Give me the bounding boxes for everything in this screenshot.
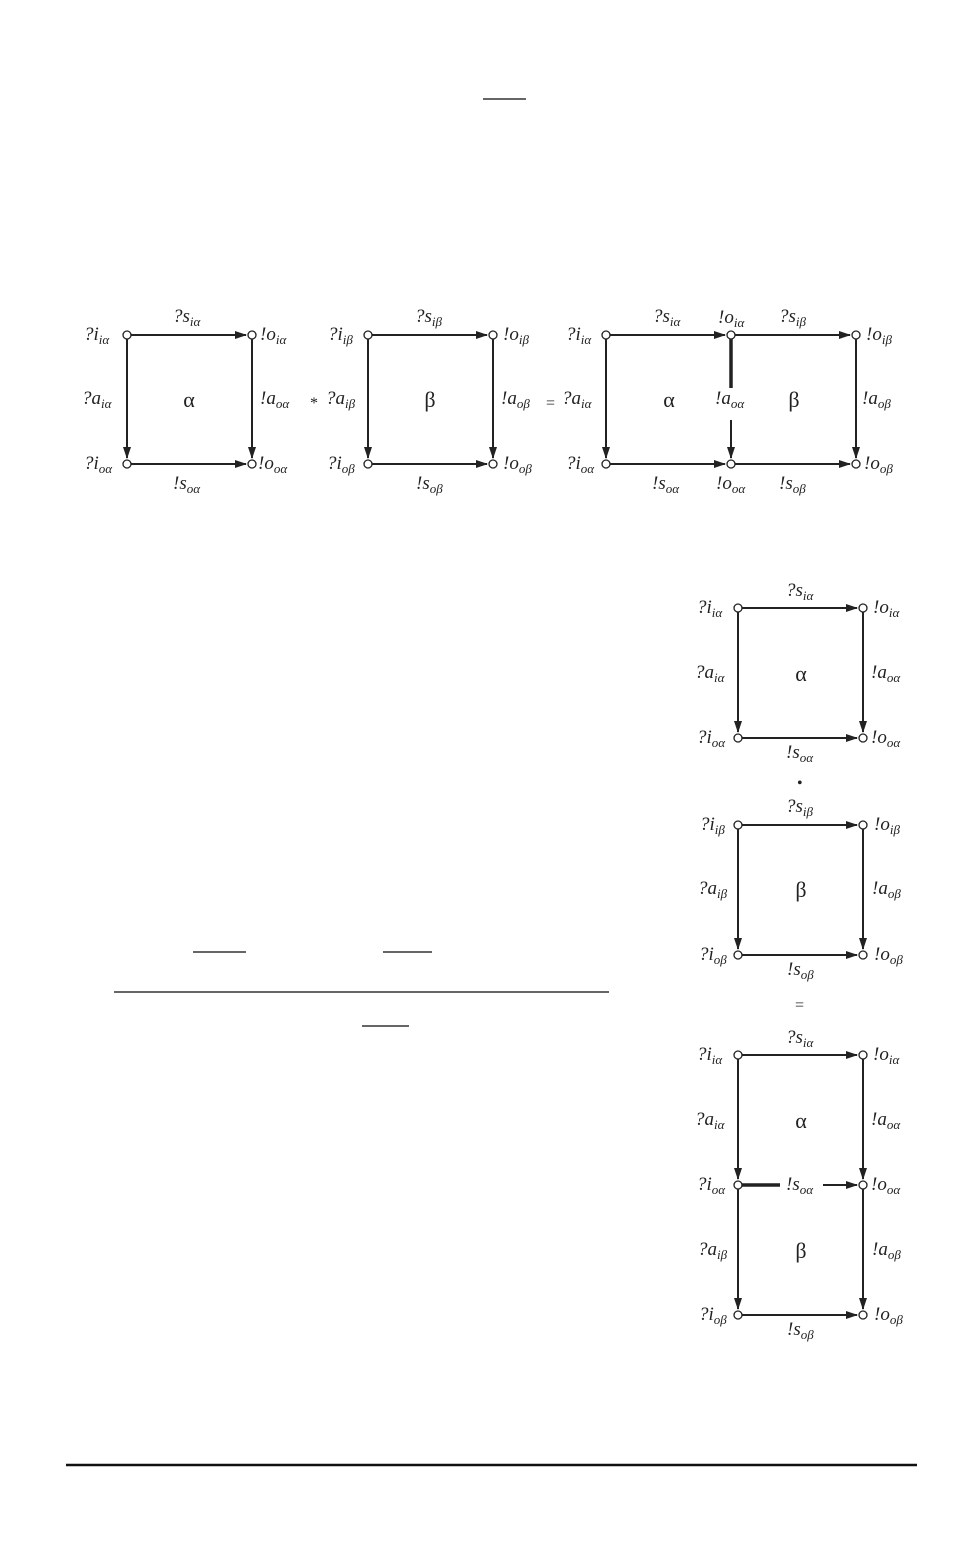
diagram-label: !ooα <box>871 727 901 750</box>
diagram-label: ?aiα <box>695 1109 726 1132</box>
h-beta-edge-bottom: !soβ <box>416 473 443 496</box>
diagram-label: !ooα <box>871 1174 901 1197</box>
diagram-label: !soα <box>786 742 814 765</box>
h-comp-node-bottom-left: ?ioα <box>566 453 595 476</box>
diagram-label: !soβ <box>787 1319 814 1342</box>
diagram-label: !oiα <box>873 1044 900 1067</box>
h-beta-edge-left: ?aiβ <box>326 388 356 411</box>
h-comp-edge-left: ?aiα <box>562 388 593 411</box>
v-beta-square: β ?iiβ !oiβ ?ioβ !ooβ ?siβ ?aiβ !aoβ !so… <box>698 796 903 982</box>
diagram-label: !oiβ <box>874 814 900 837</box>
h-comp-node-bottom-mid: !ooα <box>716 473 746 496</box>
diagram-label: ?aiβ <box>698 878 728 901</box>
h-comp-edge-top1: ?siα <box>653 306 682 329</box>
equals-operator-h: = <box>546 395 555 412</box>
h-alpha-edge-bottom: !soα <box>173 473 201 496</box>
v-beta-cell-label: β <box>795 877 806 902</box>
star-operator: * <box>310 395 318 412</box>
h-composite: α β ?iiα !oiα !oiβ ?ioα !ooα !ooβ ?siα ?… <box>562 306 893 496</box>
v-composite: α β ?iiα !oiα ?ioα !ooα ?ioβ !ooβ ?siα ?… <box>695 1027 903 1342</box>
h-alpha-node-oo: !ooα <box>258 453 288 476</box>
h-alpha-edge-left: ?aiα <box>82 388 113 411</box>
diagram-label: ?iiα <box>697 597 723 620</box>
h-alpha-node-oi: !oiα <box>260 324 287 347</box>
h-comp-cell-beta: β <box>788 387 799 412</box>
diagram-label: ?aiα <box>695 662 726 685</box>
v-comp-cell-beta: β <box>795 1238 806 1263</box>
h-comp-cell-alpha: α <box>663 387 675 412</box>
h-alpha-node-ii: ?iiα <box>84 324 110 347</box>
h-comp-edge-bottom1: !soα <box>652 473 680 496</box>
diagram-label: ?ioβ <box>699 1304 727 1327</box>
h-beta-node-oo: !ooβ <box>503 453 532 476</box>
h-beta-edge-top: ?siβ <box>415 306 443 329</box>
diagram-label: !aoα <box>871 662 901 685</box>
diagram-label: !oiα <box>873 597 900 620</box>
h-alpha-cell-label: α <box>183 387 195 412</box>
v-alpha-square: α ?iiα !oiα ?ioα !ooα ?siα ?aiα !aoα !so… <box>695 580 901 765</box>
h-alpha-node-io: ?ioα <box>84 453 113 476</box>
h-alpha-edge-right: !aoα <box>260 388 290 411</box>
diagram-label: !aoβ <box>872 878 901 901</box>
diagram-label: !soα <box>786 1174 814 1197</box>
diagram-label: ?iiβ <box>700 814 725 837</box>
equals-operator-v: = <box>795 997 804 1014</box>
diagram-label: ?aiβ <box>698 1239 728 1262</box>
diagram-label: !ooβ <box>874 1304 903 1327</box>
v-alpha-cell-label: α <box>795 661 807 686</box>
h-comp-edge-bottom2: !soβ <box>779 473 806 496</box>
diagram-label: ?siα <box>786 580 815 603</box>
h-comp-edge-right: !aoβ <box>862 388 891 411</box>
diagram-label: !aoβ <box>872 1239 901 1262</box>
h-beta-cell-label: β <box>424 387 435 412</box>
diagram-label: ?iiα <box>697 1044 723 1067</box>
h-comp-node-top-right: !oiβ <box>866 324 892 347</box>
h-comp-node-top-left: ?iiα <box>566 324 592 347</box>
diagram-label: ?siα <box>786 1027 815 1050</box>
diagram-label: !ooβ <box>874 944 903 967</box>
diagram-label: ?ioβ <box>699 944 727 967</box>
diagram-label: !aoα <box>871 1109 901 1132</box>
h-beta-edge-right: !aoβ <box>501 388 530 411</box>
diagram-label: ?ioα <box>697 727 726 750</box>
h-comp-edge-top2: ?siβ <box>779 306 807 329</box>
h-comp-node-top-mid: !oiα <box>718 307 745 330</box>
h-beta-node-ii: ?iiβ <box>328 324 353 347</box>
h-beta-square: β ?iiβ !oiβ ?ioβ !ooβ ?siβ ?aiβ !aoβ !so… <box>326 306 532 496</box>
h-alpha-edge-top: ?siα <box>173 306 202 329</box>
dot-operator: • <box>797 775 803 792</box>
h-beta-node-io: ?ioβ <box>327 453 355 476</box>
diagram-label: ?ioα <box>697 1174 726 1197</box>
v-comp-cell-alpha: α <box>795 1108 807 1133</box>
h-comp-node-bottom-right: !ooβ <box>864 453 893 476</box>
h-comp-edge-mid: !aoα <box>715 388 745 411</box>
h-alpha-square: α ?iiα !oiα ?ioα !ooα ?siα ?aiα !aoα !so… <box>82 306 290 496</box>
diagram-label: ?siβ <box>786 796 814 819</box>
diagram-label: !soβ <box>787 959 814 982</box>
h-beta-node-oi: !oiβ <box>503 324 529 347</box>
